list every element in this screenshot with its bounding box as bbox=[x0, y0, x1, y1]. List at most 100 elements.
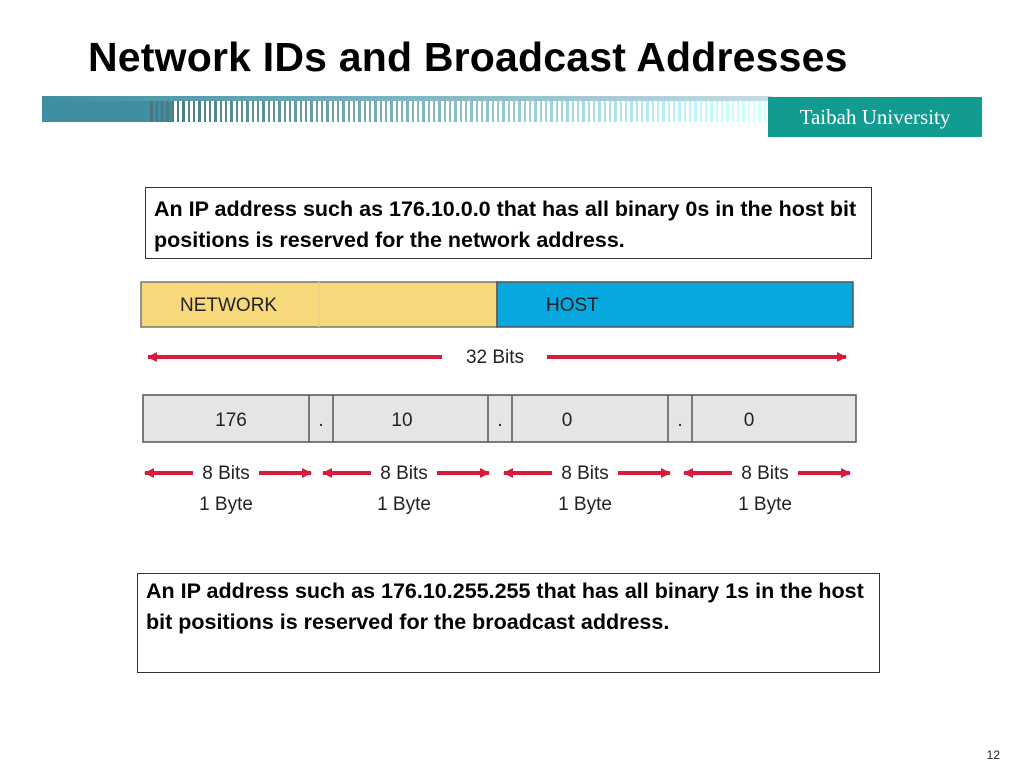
banner-stripe bbox=[305, 101, 307, 122]
banner-stripe bbox=[657, 101, 659, 122]
banner-stripe bbox=[764, 101, 766, 122]
banner-stripe bbox=[214, 101, 217, 122]
banner-stripe bbox=[236, 101, 238, 122]
banner-stripe bbox=[524, 101, 526, 122]
university-label: Taibah University bbox=[768, 97, 982, 137]
banner-stripe bbox=[625, 101, 627, 122]
banner-stripe bbox=[454, 101, 457, 122]
banner-stripe bbox=[550, 101, 553, 122]
banner-stripe bbox=[726, 101, 729, 122]
banner-stripe bbox=[204, 101, 206, 122]
banner-stripe bbox=[710, 101, 713, 122]
banner-stripe bbox=[588, 101, 590, 122]
banner-stripe bbox=[620, 101, 622, 122]
banner-stripe bbox=[636, 101, 638, 122]
octet-byte-label: 1 Byte bbox=[199, 494, 253, 515]
banner-stripe bbox=[193, 101, 195, 122]
banner-stripe bbox=[273, 101, 275, 122]
banner-stripe bbox=[748, 101, 750, 122]
banner-stripe bbox=[262, 101, 265, 122]
banner-stripe bbox=[241, 101, 243, 122]
banner-stripe bbox=[300, 101, 302, 122]
banner-stripe bbox=[486, 101, 489, 122]
banner-stripe bbox=[428, 101, 430, 122]
banner-stripe bbox=[369, 101, 371, 122]
banner-stripe bbox=[481, 101, 483, 122]
banner-stripe bbox=[374, 101, 377, 122]
network-label: NETWORK bbox=[180, 295, 277, 316]
banner-stripe bbox=[230, 101, 233, 122]
banner-stripe bbox=[652, 101, 654, 122]
banner-stripe bbox=[678, 101, 681, 122]
banner-stripe bbox=[556, 101, 558, 122]
banner-stripe bbox=[689, 101, 691, 122]
banner-stripe bbox=[662, 101, 665, 122]
octet-value: 10 bbox=[391, 410, 412, 431]
banner-stripe bbox=[534, 101, 537, 122]
banner-stripe bbox=[278, 101, 281, 122]
banner-stripe bbox=[358, 101, 361, 122]
banner-stripe bbox=[513, 101, 515, 122]
banner-stripe bbox=[614, 101, 617, 122]
banner-stripe bbox=[465, 101, 467, 122]
banner-stripe bbox=[332, 101, 334, 122]
banner-stripe bbox=[518, 101, 521, 122]
octet-separator-dot: . bbox=[677, 410, 682, 431]
octet-size-4: 8 Bits 1 Byte bbox=[683, 463, 851, 515]
banner-stripe bbox=[529, 101, 531, 122]
banner-stripe bbox=[401, 101, 403, 122]
broadcast-address-note: An IP address such as 176.10.255.255 tha… bbox=[137, 573, 880, 673]
banner-stripe bbox=[284, 101, 286, 122]
banner-stripe bbox=[566, 101, 569, 122]
banner-stripe bbox=[172, 101, 174, 122]
banner-stripe bbox=[460, 101, 462, 122]
banner-stripe bbox=[177, 101, 179, 122]
host-portion bbox=[496, 281, 854, 328]
banner-stripe bbox=[742, 101, 745, 122]
banner-stripe bbox=[246, 101, 249, 122]
octet-byte-label: 1 Byte bbox=[738, 494, 792, 515]
banner-stripe bbox=[225, 101, 227, 122]
banner-stripe bbox=[582, 101, 585, 122]
banner-stripe bbox=[268, 101, 270, 122]
banner-stripe bbox=[364, 101, 366, 122]
octet-bits-label: 8 Bits bbox=[380, 463, 428, 484]
octet-separator-dot: . bbox=[497, 410, 502, 431]
page-number: 12 bbox=[986, 748, 1000, 762]
banner-stripe bbox=[294, 101, 297, 122]
banner-stripe bbox=[326, 101, 329, 122]
octet-bits-label: 8 Bits bbox=[202, 463, 250, 484]
banner-stripe bbox=[572, 101, 574, 122]
banner-stripe bbox=[396, 101, 398, 122]
banner-stripe bbox=[609, 101, 611, 122]
banner-stripe bbox=[310, 101, 313, 122]
banner-stripe bbox=[380, 101, 382, 122]
banner-stripe bbox=[630, 101, 633, 122]
banner-stripe bbox=[732, 101, 734, 122]
banner-stripe bbox=[694, 101, 697, 122]
octet-size-3: 8 Bits 1 Byte bbox=[503, 463, 671, 515]
banner-stripe bbox=[289, 101, 291, 122]
banner-stripe bbox=[353, 101, 355, 122]
banner-stripe bbox=[641, 101, 643, 122]
banner-stripe bbox=[444, 101, 446, 122]
octet-size-2: 8 Bits 1 Byte bbox=[322, 463, 490, 515]
banner-stripe bbox=[646, 101, 649, 122]
banner-stripe bbox=[385, 101, 387, 122]
octet-byte-label: 1 Byte bbox=[558, 494, 612, 515]
octet-value: 176 bbox=[215, 410, 247, 431]
banner-stripe bbox=[438, 101, 441, 122]
banner-stripe bbox=[406, 101, 409, 122]
octet-value: 0 bbox=[562, 410, 573, 431]
banner-stripe bbox=[209, 101, 211, 122]
octet-size-1: 8 Bits 1 Byte bbox=[144, 463, 312, 515]
banner-stripe bbox=[390, 101, 393, 122]
banner-stripe bbox=[497, 101, 499, 122]
banner-stripe bbox=[668, 101, 670, 122]
banner-stripe bbox=[412, 101, 414, 122]
banner-stripe bbox=[220, 101, 222, 122]
banner-stripe bbox=[188, 101, 190, 122]
banner-stripe bbox=[598, 101, 601, 122]
banner-stripe bbox=[433, 101, 435, 122]
banner-stripe bbox=[721, 101, 723, 122]
